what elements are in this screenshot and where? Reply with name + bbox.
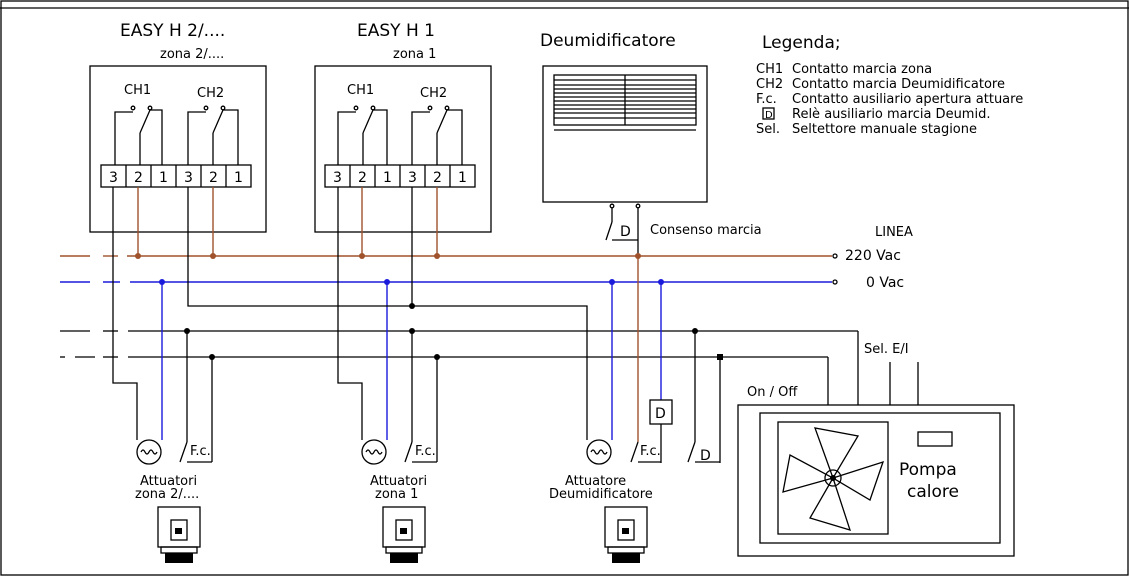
- bus-220v: [60, 253, 838, 259]
- dehumidifier-title: Deumidificatore: [540, 31, 676, 51]
- unit2-terminal-3: 1: [383, 170, 392, 186]
- bus-aux-1: [60, 330, 859, 405]
- unit1-ch2-contact: [187, 105, 239, 165]
- line-title: LINEA: [875, 225, 913, 240]
- actuator1-device: [157, 506, 201, 563]
- unit1-ch2-label: CH2: [197, 86, 224, 101]
- actuator2-fc-switch: [404, 441, 438, 463]
- legend-key-ch1: CH1: [756, 62, 783, 77]
- legend-key-fc: F.c.: [756, 92, 777, 107]
- consent-label: Consenso marcia: [650, 223, 762, 238]
- actuator2-label-line2: zona 1: [375, 487, 418, 502]
- bus-aux-2: [60, 356, 829, 405]
- actuator3-fc-switch: [630, 441, 661, 463]
- neutral-drops: [161, 282, 662, 440]
- actuator2-fc-label: F.c.: [415, 444, 436, 459]
- actuator3-label-line1: Attuatore: [565, 474, 626, 489]
- actuator1-motor: [136, 439, 162, 465]
- heat-pump-label-line2: calore: [907, 482, 959, 502]
- dehumidifier-relay-label: D: [620, 224, 631, 240]
- actuator3-fc-label: F.c.: [640, 444, 661, 459]
- unit2-terminal-5: 2: [433, 170, 442, 186]
- legend-key-d: D: [765, 110, 773, 121]
- unit2-zone: zona 1: [393, 47, 436, 62]
- unit2-terminal-6: 1: [458, 170, 467, 186]
- unit1-terminal-block: [100, 164, 252, 188]
- legend-desc-fc: Contatto ausiliario apertura attuare: [792, 92, 1023, 107]
- legend-desc-ch1: Contatto marcia zona: [792, 62, 932, 77]
- unit1-ch1-contact: [114, 105, 163, 165]
- legend-desc-ch2: Contatto marcia Deumidificatore: [792, 77, 1005, 92]
- aux-relay-coil: [649, 399, 673, 425]
- actuator1-label-line1: Attuatori: [140, 474, 197, 489]
- actuator1-fc-label: F.c.: [190, 444, 211, 459]
- legend-title: Legenda;: [762, 33, 841, 53]
- unit2-ch1-contact: [337, 105, 388, 165]
- dehumidifier-relay-contact: [605, 203, 641, 256]
- actuator3-label-line2: Deumidificatore: [549, 487, 653, 502]
- unit1-terminal-5: 2: [209, 170, 218, 186]
- unit1-terminal-2: 2: [134, 170, 143, 186]
- unit1-box: [89, 65, 267, 233]
- actuator2-label-line1: Attuatori: [370, 474, 427, 489]
- unit1-terminal-3: 1: [159, 170, 168, 186]
- unit1-title: EASY H 2/....: [120, 21, 225, 41]
- legend-relay-icon: [762, 107, 775, 120]
- unit2-terminal-4: 3: [408, 170, 417, 186]
- actuator2-device: [382, 506, 426, 563]
- unit2-terminal-1: 3: [333, 170, 342, 186]
- unit2-box: [314, 65, 492, 233]
- neutral-junctions: [159, 279, 664, 285]
- unit1-terminal-4: 3: [184, 170, 193, 186]
- aux-relay-coil-label: D: [655, 406, 666, 422]
- actuator1-label-line2: zona 2/....: [135, 487, 199, 502]
- unit1-terminal-1: 3: [109, 170, 118, 186]
- unit2-title: EASY H 1: [357, 21, 435, 41]
- line-0v-label: 0 Vac: [866, 275, 904, 291]
- aux-relay-contact: [687, 441, 720, 463]
- actuator1-fc-switch: [179, 441, 213, 463]
- legend-key-sel: Sel.: [756, 122, 780, 137]
- control-junctions: [184, 303, 723, 360]
- aux-relay-contact-label: D: [700, 448, 711, 464]
- control-wiring: [112, 187, 721, 463]
- unit2-ch2-label: CH2: [420, 86, 447, 101]
- onoff-label: On / Off: [747, 385, 798, 400]
- unit2-terminal-block: [324, 164, 476, 188]
- live-junctions: [135, 253, 641, 259]
- bus-0v: [60, 279, 838, 285]
- actuator2-motor: [361, 439, 387, 465]
- unit2-terminal-2: 2: [358, 170, 367, 186]
- unit2-ch2-contact: [411, 105, 463, 165]
- live-drops: [137, 187, 639, 442]
- heat-pump-unit: [737, 404, 1015, 557]
- unit1-ch1-label: CH1: [124, 83, 151, 98]
- unit1-zone: zona 2/....: [160, 47, 224, 62]
- heat-pump-terminals: [889, 362, 919, 405]
- unit2-ch1-label: CH1: [347, 83, 374, 98]
- legend-desc-sel: Seltettore manuale stagione: [792, 122, 977, 137]
- actuator3-device: [604, 506, 648, 563]
- heat-pump-label-line1: Pompa: [899, 460, 957, 480]
- legend-list: CH1 Contatto marcia zona CH2 Contatto ma…: [756, 62, 1023, 137]
- legend-desc-d: Relè ausiliario marcia Deumid.: [792, 107, 990, 122]
- actuator3-motor: [586, 439, 612, 465]
- line-220v-label: 220 Vac: [845, 248, 901, 264]
- dehumidifier-unit: [542, 65, 708, 203]
- legend-key-ch2: CH2: [756, 77, 783, 92]
- unit1-terminal-6: 1: [234, 170, 243, 186]
- sel-label: Sel. E/I: [864, 342, 909, 357]
